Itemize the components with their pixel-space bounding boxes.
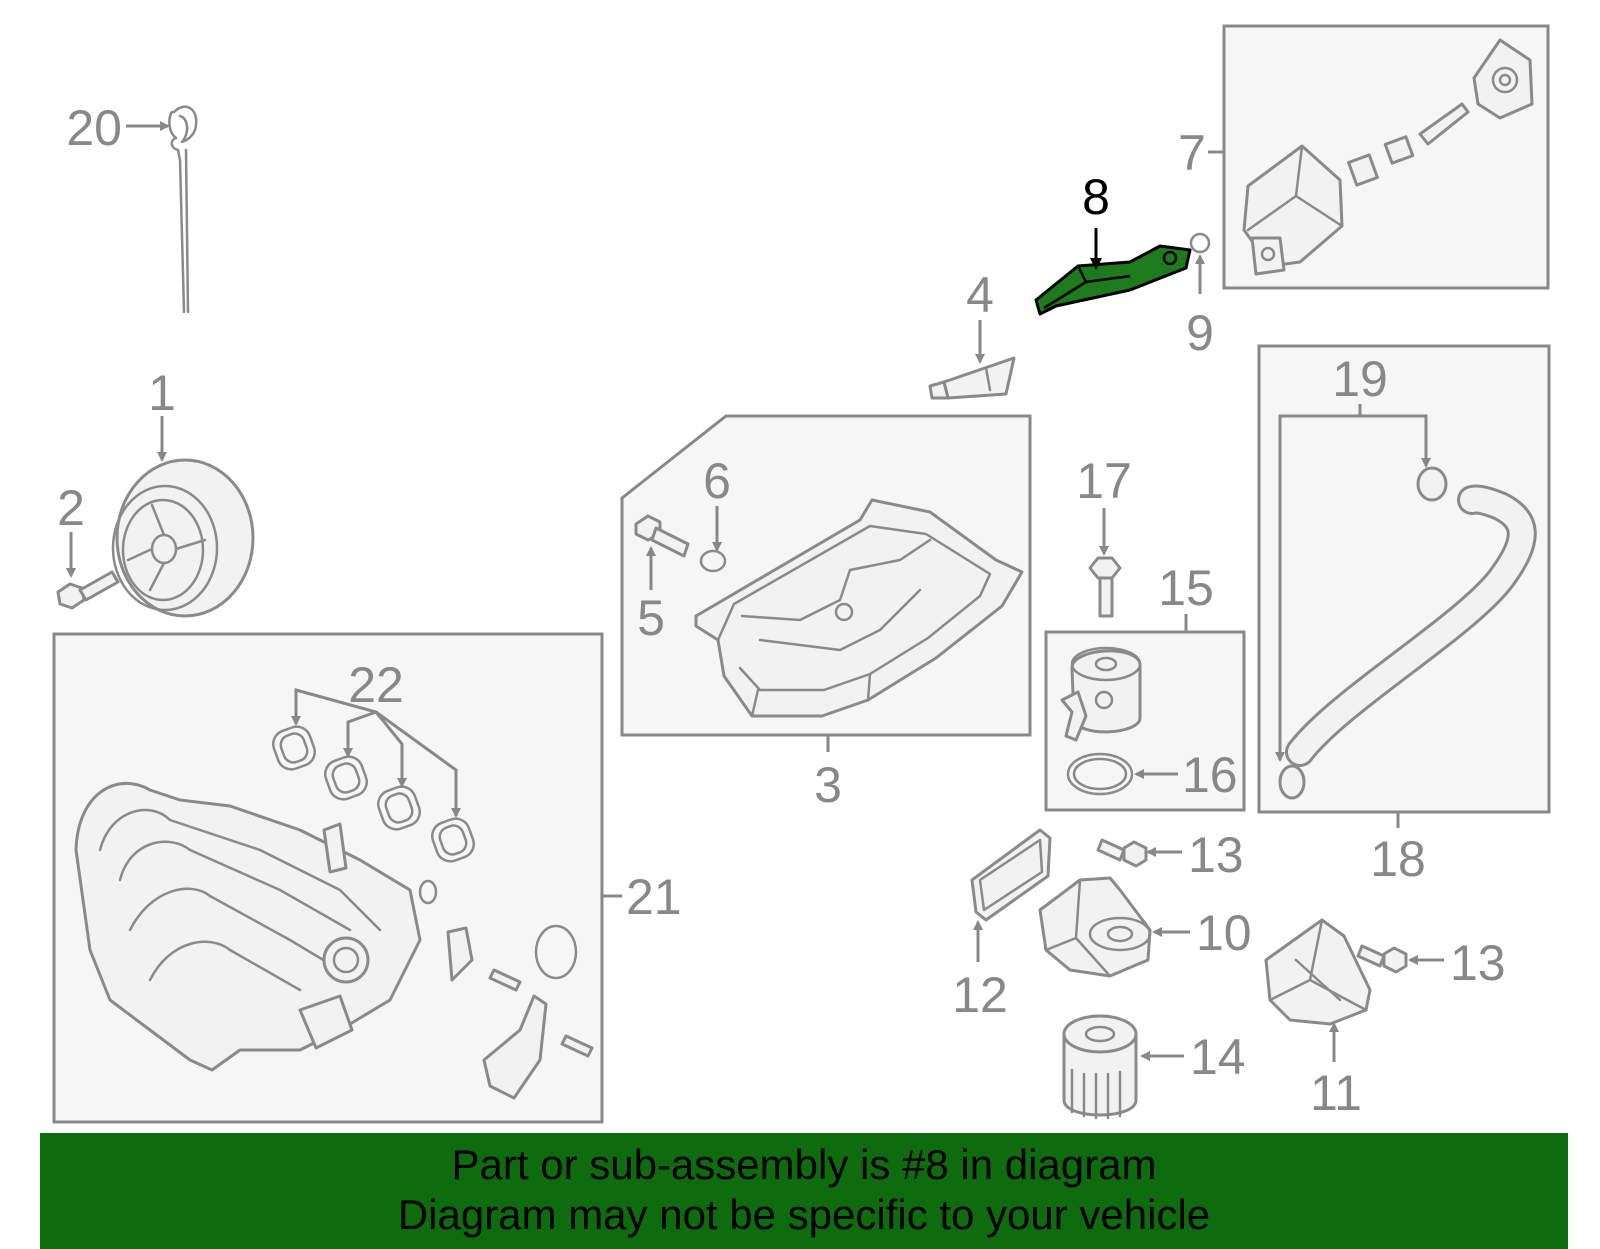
vacuum-part (322, 822, 348, 874)
oil-pump-part-7 (1242, 38, 1534, 276)
sealant-tube-part (928, 356, 1016, 400)
small-bolt-a (488, 968, 522, 992)
callout-15: 15 (1158, 560, 1214, 616)
dipstick-part (168, 105, 198, 314)
callout-14: 14 (1190, 1029, 1246, 1085)
callout-19: 19 (1332, 351, 1388, 407)
bolt-part-17 (1088, 556, 1122, 618)
callout-20: 20 (66, 100, 122, 156)
callout-numbers: 20 1 2 3 4 5 6 7 8 9 10 11 12 13 13 14 1… (57, 100, 1506, 1121)
hose-clamp-bottom (1278, 764, 1306, 800)
oil-filter-part-14 (1062, 1014, 1138, 1120)
small-oring (418, 879, 438, 905)
callout-4: 4 (966, 267, 994, 323)
callout-12: 12 (952, 967, 1008, 1023)
group-box-15 (1044, 630, 1246, 812)
intake-manifold-part-21 (74, 725, 594, 1100)
small-bolt-b (560, 1034, 594, 1058)
crank-pulley-part (111, 458, 255, 618)
callout-6: 6 (703, 453, 731, 509)
valve-part (482, 994, 548, 1100)
callout-18: 18 (1370, 831, 1426, 887)
callout-10: 10 (1196, 905, 1252, 961)
callout-8: 8 (1082, 169, 1110, 225)
callout-17: 17 (1076, 453, 1132, 509)
callout-11: 11 (1310, 1065, 1362, 1121)
callout-22: 22 (348, 657, 404, 713)
intake-gaskets-part-22 (271, 725, 476, 863)
callout-9: 9 (1186, 305, 1214, 361)
callout-21: 21 (626, 869, 682, 925)
callout-2: 2 (57, 480, 85, 536)
callout-3: 3 (814, 757, 842, 813)
bolt-part-13a (1096, 838, 1148, 868)
callout-16: 16 (1182, 747, 1238, 803)
banner-line-2: Diagram may not be specific to your vehi… (397, 1191, 1211, 1238)
oil-strainer-part-8 (1034, 244, 1192, 316)
leader-lines (66, 121, 1444, 1062)
oring-part-9 (1189, 232, 1211, 254)
sensor-part (446, 926, 474, 982)
banner-line-1: Part or sub-assembly is #8 in diagram (451, 1141, 1157, 1188)
bolt-part-13b (1356, 944, 1408, 974)
gasket-ring-part-16 (1066, 752, 1134, 796)
hose-clamp-top (1416, 466, 1448, 502)
bolt-part-2 (56, 570, 120, 610)
filter-housing-part-10 (1038, 876, 1152, 978)
callout-1: 1 (148, 365, 176, 421)
bracket-part-11 (1264, 918, 1372, 1026)
callout-5: 5 (637, 590, 665, 646)
large-oring (534, 924, 578, 980)
callout-13b: 13 (1450, 935, 1506, 991)
oil-cooler-part-15 (1060, 646, 1142, 796)
oil-pan-part-3 (634, 498, 1024, 718)
callout-13a: 13 (1188, 827, 1244, 883)
gasket-part-12 (970, 828, 1052, 922)
info-banner: Part or sub-assembly is #8 in diagram Di… (40, 1133, 1568, 1249)
callout-7: 7 (1178, 125, 1206, 181)
hose-part-18 (1278, 466, 1537, 800)
